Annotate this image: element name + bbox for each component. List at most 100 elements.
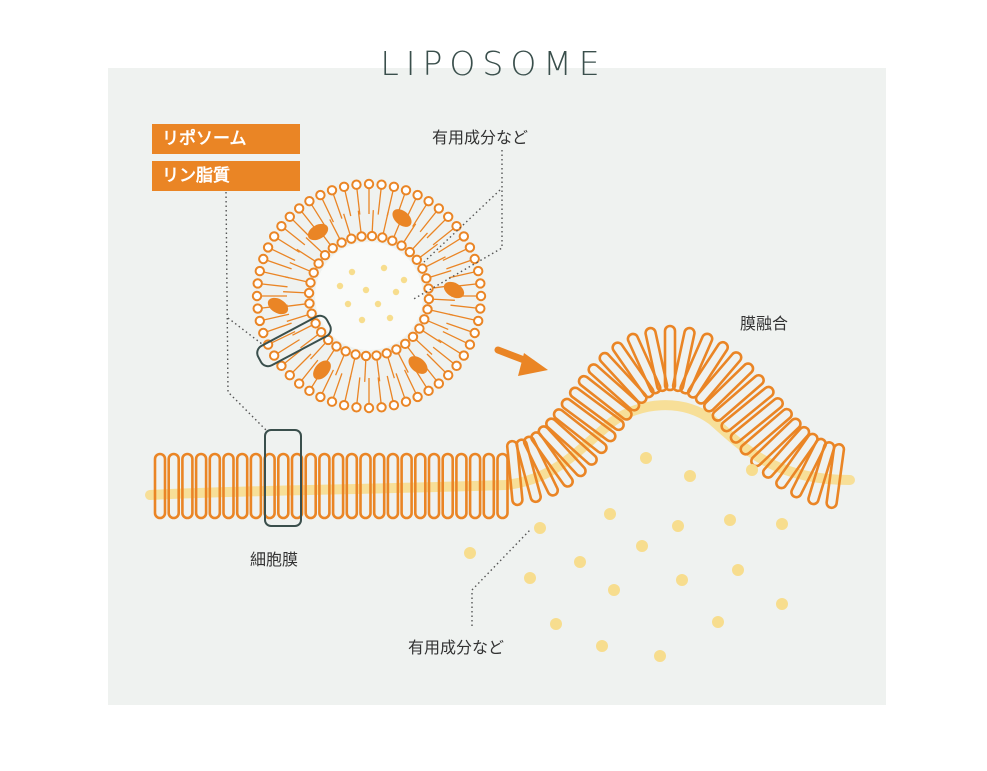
contents-dot	[596, 640, 608, 652]
phospholipid	[505, 439, 524, 507]
phospholipid	[537, 425, 587, 478]
contents-dot	[746, 464, 758, 476]
phospholipid	[249, 452, 263, 520]
contents-dot	[574, 556, 586, 568]
phospholipid	[626, 332, 662, 395]
phospholipid	[790, 437, 828, 499]
phospholipid	[304, 452, 318, 520]
phospholipid	[413, 452, 427, 520]
contents-label-top: 有用成分など	[432, 128, 529, 147]
phospholipid	[222, 452, 235, 520]
contents-dot	[712, 616, 724, 628]
phospholipid	[568, 386, 625, 432]
phospholipid	[276, 452, 290, 520]
phospholipid	[761, 425, 811, 479]
leader-contents-bottom	[471, 529, 531, 626]
phospholipid	[522, 435, 560, 497]
contents-dot	[464, 547, 476, 559]
embedded-component	[408, 356, 428, 374]
phospholipid	[711, 373, 765, 422]
contents-dot	[358, 316, 366, 324]
phospholipid	[611, 341, 655, 399]
cell-membrane	[153, 452, 509, 520]
contents-dot	[672, 520, 684, 532]
contents-dot	[654, 650, 666, 662]
embedded-component	[267, 297, 289, 315]
diagram-title: LIPOSOME	[380, 44, 607, 83]
phospholipid	[587, 363, 641, 412]
leader-contents-top	[411, 150, 503, 301]
contents-dot	[724, 514, 736, 526]
contents-dot	[362, 286, 370, 294]
fused-membrane	[505, 324, 846, 510]
contents-dot	[732, 564, 744, 576]
contents-label-bottom: 有用成分など	[408, 638, 505, 657]
contents-dot	[336, 282, 344, 290]
contents-dot	[386, 314, 394, 322]
phospholipid	[359, 452, 372, 520]
phospholipid	[825, 442, 846, 510]
phospholipid	[468, 452, 482, 520]
contents-dot	[380, 264, 388, 272]
phospholipid-highlight	[264, 429, 302, 527]
phospholipid	[167, 452, 180, 520]
phospholipid	[775, 432, 819, 490]
phospholipid	[729, 397, 785, 444]
phospholipid	[515, 438, 542, 504]
contents-dot	[608, 584, 620, 596]
cell-membrane-label: 細胞膜	[250, 550, 299, 569]
contents-dot	[550, 618, 562, 630]
phospholipid	[235, 452, 249, 520]
phospholipid	[552, 408, 608, 455]
phospholipid	[560, 397, 617, 443]
liposome-tag: リポソーム	[152, 124, 300, 154]
embedded-component	[313, 360, 331, 380]
phospholipid	[455, 452, 468, 520]
phospholipid	[545, 417, 598, 466]
phospholipid	[644, 326, 669, 393]
phospholipid	[686, 340, 730, 399]
embedded-component	[443, 281, 465, 299]
phospholipid	[663, 324, 677, 392]
embedded-component	[307, 223, 329, 241]
contents-dot	[640, 452, 652, 464]
embedded-component	[392, 209, 412, 227]
phospholipid	[702, 362, 755, 413]
phospholipid	[400, 452, 413, 520]
phospholipid-tag: リン脂質	[152, 161, 300, 191]
phospholipid	[441, 452, 455, 520]
contents-dot	[344, 300, 352, 308]
contents-dot	[676, 574, 688, 586]
contents-dot	[374, 300, 382, 308]
phospholipid	[181, 452, 194, 520]
phospholipid	[427, 452, 441, 520]
contents-dot	[636, 540, 648, 552]
membrane-fusion-label: 膜融合	[740, 314, 789, 333]
phospholipid	[153, 452, 167, 520]
phospholipid	[671, 326, 696, 393]
contents-dot	[524, 572, 536, 584]
phospholipid	[386, 452, 400, 520]
phospholipid	[318, 452, 331, 520]
leader-lipid-to-membrane	[225, 191, 269, 433]
phospholipid	[694, 351, 743, 405]
contents-dot	[392, 288, 400, 296]
contents-dot	[776, 518, 788, 530]
phospholipid	[530, 431, 574, 488]
contents-dot	[348, 268, 356, 276]
phospholipid	[194, 452, 208, 520]
phospholipid	[679, 332, 714, 395]
released-contents	[464, 452, 788, 662]
phospholipid	[208, 452, 222, 520]
contents-dot	[776, 598, 788, 610]
contents-dot	[684, 470, 696, 482]
liposome-lipid-highlight	[256, 314, 332, 368]
contents-dot	[604, 508, 616, 520]
phospholipid	[331, 452, 345, 520]
phospholipid	[598, 351, 648, 405]
phospholipid	[345, 452, 359, 520]
contents-dot	[534, 522, 546, 534]
phospholipid	[496, 452, 509, 520]
fusion-arrow	[494, 346, 548, 376]
